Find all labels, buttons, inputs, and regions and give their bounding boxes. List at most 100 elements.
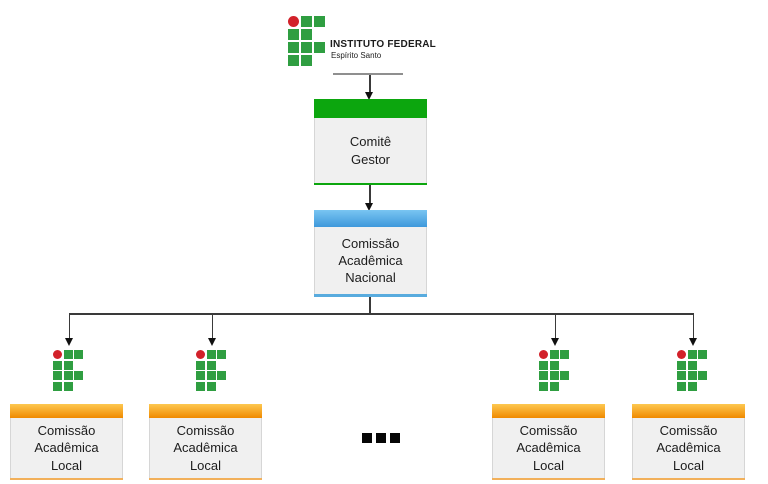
node-footer-bar	[632, 478, 745, 480]
logo-square	[314, 55, 325, 66]
arrowhead-local-4-icon	[688, 338, 697, 346]
logo-square	[217, 350, 226, 359]
logo-square	[217, 371, 226, 380]
logo-square	[314, 42, 325, 53]
ellipsis-dot	[390, 433, 400, 443]
connector-bus	[69, 313, 694, 315]
ifes-logo-icon	[288, 16, 325, 66]
logo-square	[301, 55, 312, 66]
logo-square	[687, 350, 697, 359]
node-label: Comitê Gestor	[349, 134, 392, 167]
node-footer-bar	[10, 478, 123, 480]
logo-square	[539, 381, 548, 391]
ifes-logo-small-icon	[53, 350, 83, 391]
logo-dot	[196, 350, 205, 359]
node-label: Comissão Acadêmica Local	[173, 423, 238, 473]
logo-dot	[539, 350, 548, 359]
node-header-bar	[314, 210, 427, 227]
node-comissao-academica-local-4: Comissão Acadêmica Local	[632, 404, 745, 480]
node-header-bar	[149, 404, 262, 418]
logo-square	[698, 371, 707, 380]
logo-square	[217, 382, 226, 391]
arrowhead-root-icon	[365, 92, 373, 100]
logo-square	[206, 350, 216, 359]
logo-square	[560, 361, 569, 370]
logo-square	[677, 381, 686, 391]
logo-square	[63, 350, 73, 359]
logo-square	[196, 381, 205, 391]
logo-dot	[53, 350, 62, 359]
node-comissao-academica-local-3: Comissão Acadêmica Local	[492, 404, 605, 480]
logo-square	[196, 360, 205, 370]
logo-square	[549, 381, 559, 391]
node-footer-bar	[314, 183, 427, 185]
logo-square	[288, 42, 299, 53]
logo-square	[196, 371, 205, 380]
node-body: Comissão Acadêmica Local	[10, 418, 123, 478]
node-body: Comissão Acadêmica Local	[632, 418, 745, 478]
connector-national-bus	[369, 297, 371, 314]
logo-square	[314, 16, 325, 27]
node-comissao-academica-local-1: Comissão Acadêmica Local	[10, 404, 123, 480]
node-comissao-academica-local-2: Comissão Acadêmica Local	[149, 404, 262, 480]
logo-square	[301, 29, 312, 40]
logo-square	[217, 361, 226, 370]
node-body: Comitê Gestor	[314, 118, 427, 183]
logo-square	[206, 381, 216, 391]
arrowhead-local-3-icon	[550, 338, 559, 346]
org-subtitle: Espírito Santo	[331, 51, 382, 60]
logo-square	[288, 29, 299, 40]
logo-square	[314, 29, 325, 40]
node-label: Comissão Acadêmica Local	[34, 423, 99, 473]
ifes-logo-small-icon	[539, 350, 569, 391]
logo-square	[301, 16, 312, 27]
logo-square	[53, 360, 62, 370]
logo-square	[549, 371, 559, 380]
ifes-logo-small-icon	[677, 350, 707, 391]
node-comite-gestor: Comitê Gestor	[314, 99, 427, 185]
logo-square	[74, 382, 83, 391]
logo-square	[539, 360, 548, 370]
arrowhead-local-1-icon	[64, 338, 73, 346]
logo-square	[539, 371, 548, 380]
logo-square	[687, 371, 697, 380]
logo-square	[687, 381, 697, 391]
logo-dot	[288, 16, 299, 27]
connector-drop-local-2	[211, 313, 213, 339]
logo-square	[698, 350, 707, 359]
logo-square	[301, 42, 312, 53]
logo-square	[74, 361, 83, 370]
node-footer-bar	[314, 294, 427, 297]
logo-square	[206, 360, 216, 370]
connector-brand-root	[369, 75, 371, 93]
logo-square	[698, 361, 707, 370]
ellipsis-icon: ...	[362, 433, 400, 443]
node-comissao-academica-nacional: Comissão Acadêmica Nacional	[314, 210, 427, 297]
logo-square	[63, 360, 73, 370]
logo-square	[74, 350, 83, 359]
arrowhead-national-icon	[365, 203, 373, 211]
logo-square	[206, 371, 216, 380]
ellipsis-dot	[376, 433, 386, 443]
connector-drop-local-3	[554, 313, 556, 339]
arrowhead-local-2-icon	[207, 338, 216, 346]
node-header-bar	[492, 404, 605, 418]
logo-square	[74, 371, 83, 380]
logo-square	[549, 360, 559, 370]
node-header-bar	[10, 404, 123, 418]
ellipsis-dot	[362, 433, 372, 443]
logo-square	[53, 381, 62, 391]
logo-square	[63, 371, 73, 380]
logo-square	[63, 381, 73, 391]
node-body: Comissão Acadêmica Nacional	[314, 227, 427, 294]
node-body: Comissão Acadêmica Local	[492, 418, 605, 478]
logo-square	[687, 360, 697, 370]
logo-square	[560, 350, 569, 359]
connector-drop-local-4	[692, 313, 694, 339]
node-header-bar	[314, 99, 427, 118]
connector-drop-local-1	[68, 313, 70, 339]
node-header-bar	[632, 404, 745, 418]
node-label: Comissão Acadêmica Nacional	[338, 235, 403, 286]
logo-square	[53, 371, 62, 380]
